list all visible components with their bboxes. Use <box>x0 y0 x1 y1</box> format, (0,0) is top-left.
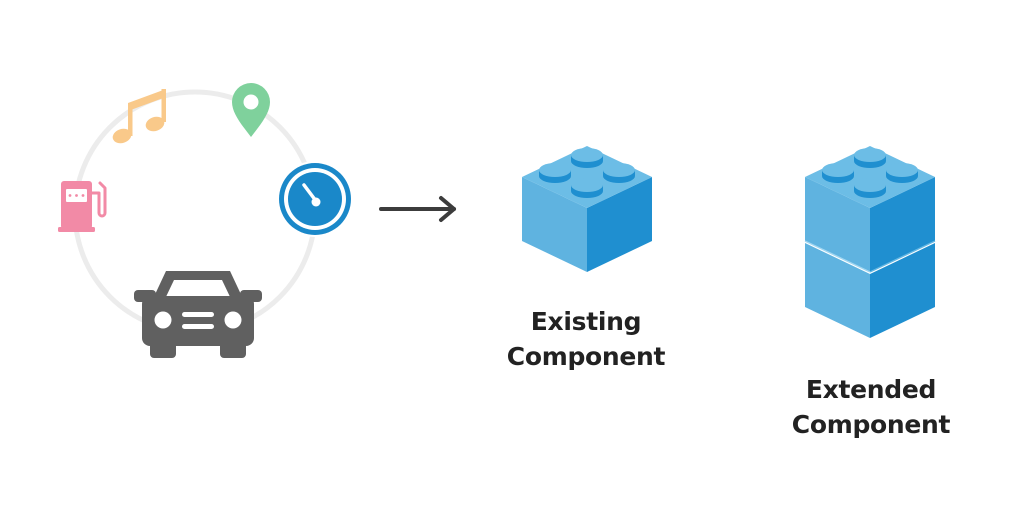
existing-component-brick <box>522 146 652 272</box>
arrow-right-icon <box>379 196 456 222</box>
car-icon <box>134 271 262 358</box>
extended-component-label-line1: Extended <box>805 375 937 404</box>
existing-component-label-line2: Component <box>506 342 666 371</box>
music-note-icon <box>112 89 166 144</box>
existing-component-label-line1: Existing <box>530 307 642 336</box>
extended-component-label-line2: Component <box>791 410 951 439</box>
fuel-pump-icon <box>58 181 107 232</box>
extended-component-lower-brick <box>805 243 935 338</box>
extended-component-label: Extended Component <box>770 372 972 442</box>
extended-component-seam <box>869 240 936 273</box>
extended-component-seam <box>804 240 871 273</box>
speedometer-icon <box>277 161 353 237</box>
map-pin-icon <box>232 83 270 137</box>
existing-component-label: Existing Component <box>486 304 686 374</box>
